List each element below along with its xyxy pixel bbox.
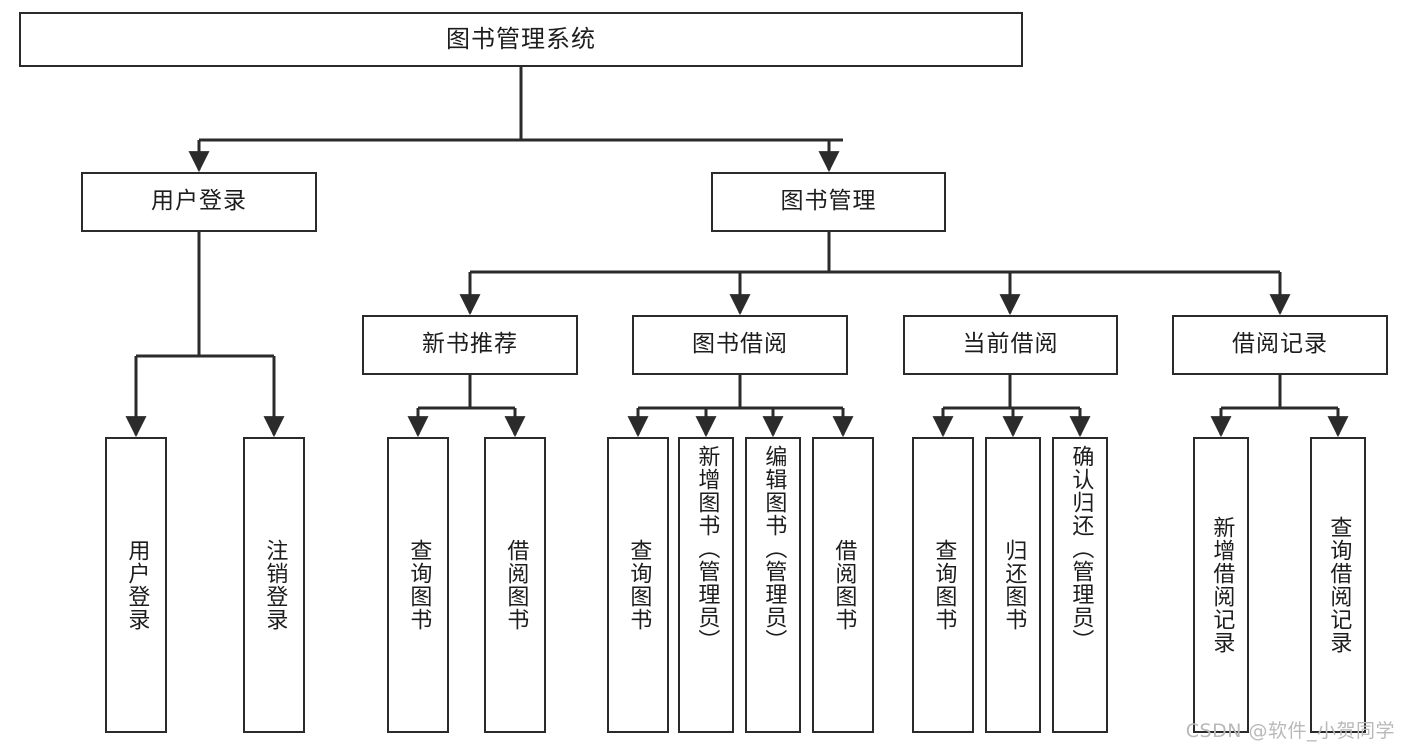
node-leaf-query-book-recommend-label: 查询图书 — [406, 539, 432, 631]
node-leaf-confirm-return-label: 确认归还（管理员） — [1068, 445, 1094, 652]
node-book-manage[interactable]: 图书管理 — [711, 172, 946, 232]
node-leaf-borrow-book-recommend[interactable]: 借阅图书 — [484, 437, 546, 733]
node-current-borrow-label: 当前借阅 — [962, 331, 1059, 358]
watermark-text: CSDN @软件_小贺同学 — [1185, 720, 1395, 742]
node-leaf-borrow-book-recommend-label: 借阅图书 — [503, 539, 529, 631]
node-book-borrow[interactable]: 图书借阅 — [632, 315, 848, 375]
node-leaf-query-borrow-record[interactable]: 查询借阅记录 — [1310, 437, 1366, 733]
node-leaf-query-borrow-record-label: 查询借阅记录 — [1326, 516, 1352, 654]
node-leaf-return-book[interactable]: 归还图书 — [985, 437, 1041, 733]
node-leaf-logout-label: 注销登录 — [262, 539, 288, 631]
node-book-manage-label: 图书管理 — [780, 188, 877, 215]
node-leaf-borrow-book[interactable]: 借阅图书 — [812, 437, 874, 733]
node-current-borrow[interactable]: 当前借阅 — [903, 315, 1118, 375]
node-leaf-user-login[interactable]: 用户登录 — [105, 437, 167, 733]
node-new-book-recommend-label: 新书推荐 — [422, 331, 518, 358]
node-user-login-label: 用户登录 — [151, 188, 247, 215]
node-borrow-record-label: 借阅记录 — [1232, 331, 1328, 358]
node-borrow-record[interactable]: 借阅记录 — [1172, 315, 1388, 375]
node-leaf-confirm-return[interactable]: 确认归还（管理员） — [1052, 437, 1108, 733]
node-new-book-recommend[interactable]: 新书推荐 — [362, 315, 578, 375]
node-root[interactable]: 图书管理系统 — [19, 12, 1023, 67]
node-leaf-return-book-label: 归还图书 — [1001, 539, 1027, 631]
node-leaf-edit-book-label: 编辑图书（管理员） — [761, 445, 787, 652]
node-leaf-borrow-book-label: 借阅图书 — [831, 539, 857, 631]
node-leaf-edit-book[interactable]: 编辑图书（管理员） — [745, 437, 801, 733]
node-leaf-query-book-borrow[interactable]: 查询图书 — [607, 437, 669, 733]
node-leaf-query-book-current[interactable]: 查询图书 — [912, 437, 974, 733]
node-leaf-logout[interactable]: 注销登录 — [243, 437, 305, 733]
node-leaf-query-book-recommend[interactable]: 查询图书 — [387, 437, 449, 733]
node-root-label: 图书管理系统 — [446, 25, 596, 54]
node-user-login[interactable]: 用户登录 — [81, 172, 317, 232]
node-leaf-add-borrow-record-label: 新增借阅记录 — [1209, 516, 1235, 654]
node-book-borrow-label: 图书借阅 — [692, 331, 788, 358]
node-leaf-add-borrow-record[interactable]: 新增借阅记录 — [1193, 437, 1249, 733]
node-leaf-query-book-borrow-label: 查询图书 — [626, 539, 652, 631]
node-leaf-add-book[interactable]: 新增图书（管理员） — [678, 437, 734, 733]
node-leaf-query-book-current-label: 查询图书 — [931, 539, 957, 631]
node-leaf-add-book-label: 新增图书（管理员） — [694, 445, 720, 652]
node-leaf-user-login-label: 用户登录 — [124, 539, 150, 631]
